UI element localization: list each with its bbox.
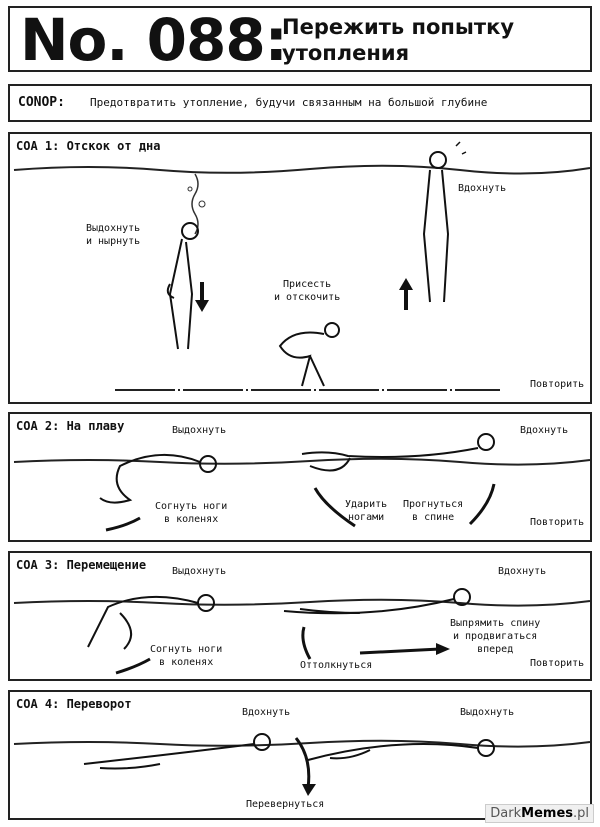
title-box: No. 088: Пережить попытку утопления (8, 6, 592, 72)
panel-coa-1: COA 1: Отскок от дна Выдохнуть и нырнуть… (8, 132, 592, 404)
panel-1-title: COA 1: Отскок от дна (16, 139, 161, 153)
panel-4-title: COA 4: Переворот (16, 697, 132, 711)
face-down-figure-icon (308, 740, 494, 760)
panel-1-exhale-label: Выдохнуть и нырнуть (86, 222, 140, 248)
panel-3-straighten-label: Выпрямить спину и продвигаться вперед (450, 617, 540, 656)
panel-2-inhale-label: Вдохнуть (520, 424, 568, 437)
panel-2-arch-label: Прогнуться в спине (403, 498, 463, 524)
face-up-figure-icon (84, 734, 270, 769)
doc-number: No. 088: (20, 4, 287, 76)
panel-3-inhale-label: Вдохнуть (498, 565, 546, 578)
panel-2-kick-label: Ударить ногами (345, 498, 387, 524)
crouch-figure-icon (280, 323, 339, 386)
doc-title-line2: утопления (282, 40, 514, 66)
panel-3-exhale-label: Выдохнуть (172, 565, 226, 578)
panel-1-crouch-label: Присесть и отскочить (274, 278, 340, 304)
panel-2-title: COA 2: На плаву (16, 419, 124, 433)
panel-coa-3: COA 3: Перемещение Выдохнуть Вдохнуть Со… (8, 551, 592, 681)
panel-3-bend-label: Согнуть ноги в коленях (150, 643, 222, 669)
panel-1-repeat-label: Повторить (530, 378, 584, 391)
watermark: DarkMemes.pl (485, 804, 594, 823)
panel-2-illustration (10, 414, 594, 544)
doc-title: Пережить попытку утопления (282, 14, 514, 66)
kicking-figure-icon (302, 434, 494, 471)
panel-4-flip-label: Перевернуться (246, 798, 324, 811)
diver-figure-icon (168, 223, 198, 349)
panel-3-title: COA 3: Перемещение (16, 558, 146, 572)
panel-coa-4: COA 4: Переворот Вдохнуть Выдохнуть Пере… (8, 690, 592, 820)
panel-2-bend-label: Согнуть ноги в коленях (155, 500, 227, 526)
conop-text: Предотвратить утопление, будучи связанны… (90, 96, 487, 109)
panel-1-inhale-label: Вдохнуть (458, 182, 506, 195)
panel-3-push-label: Оттолкнуться (300, 659, 372, 672)
doc-title-line1: Пережить попытку (282, 14, 514, 40)
panel-3-repeat-label: Повторить (530, 657, 584, 670)
panel-coa-2: COA 2: На плаву Выдохнуть Вдохнуть Согну… (8, 412, 592, 542)
panel-4-exhale-label: Выдохнуть (460, 706, 514, 719)
conop-label: CONOP: (18, 95, 65, 110)
conop-box: CONOP: Предотвратить утопление, будучи с… (8, 84, 592, 122)
panel-2-repeat-label: Повторить (530, 516, 584, 529)
panel-2-exhale-label: Выдохнуть (172, 424, 226, 437)
rising-figure-icon (424, 142, 466, 302)
panel-1-illustration (10, 134, 594, 406)
panel-4-inhale-label: Вдохнуть (242, 706, 290, 719)
